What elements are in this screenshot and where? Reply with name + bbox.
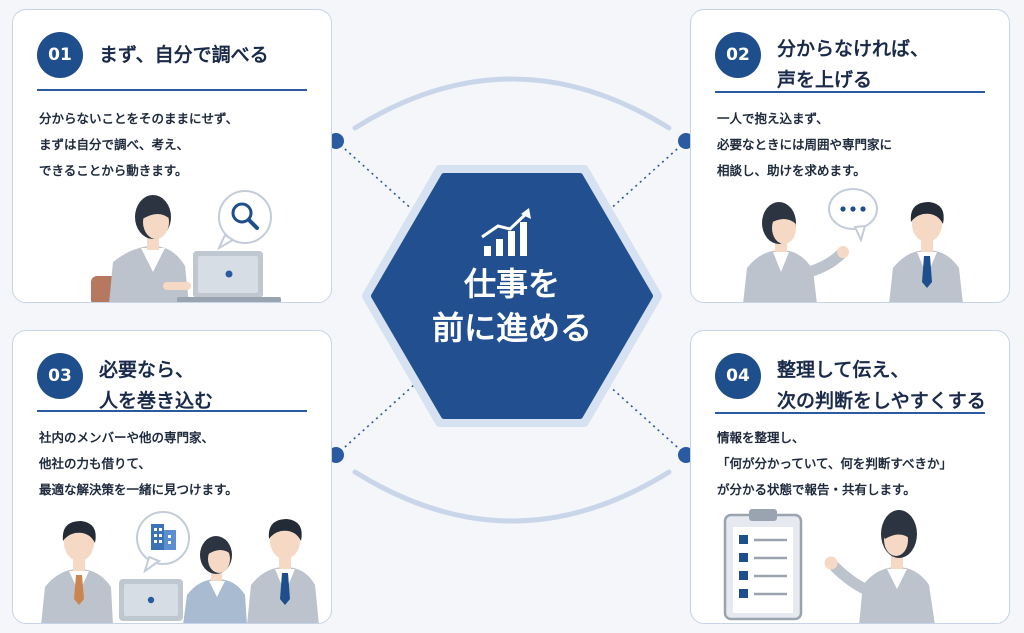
- woman-presenting: [824, 510, 935, 623]
- man-listening: [889, 202, 963, 302]
- arc-top: [352, 76, 672, 131]
- clipboard-checklist-icon: [723, 509, 803, 621]
- desc-line: 社内のメンバーや他の専門家、: [39, 430, 215, 445]
- step-description: 一人で抱え込まず、 必要なときには周囲や専門家に 相談し、助けを求めます。: [717, 106, 995, 184]
- step-number-badge: 01: [37, 32, 83, 78]
- growth-chart-icon: [481, 208, 531, 256]
- speech-bubble-icon: [828, 188, 878, 243]
- desc-line: 相談し、助けを求めます。: [717, 163, 866, 178]
- man-right: [247, 519, 319, 623]
- step-title: まず、自分で調べる: [99, 40, 317, 71]
- hub-label-line-1: 仕事を: [463, 265, 560, 303]
- woman-center: [183, 536, 247, 623]
- hub-label-line-2: 前に進める: [431, 309, 592, 347]
- step-description: 分からないことをそのままにせず、 まずは自分で調べ、考え、 できることから動きま…: [39, 106, 317, 184]
- woman-speaking: [743, 202, 849, 302]
- hub-label: 仕事を 前に進める: [412, 262, 612, 350]
- connector-2: [606, 140, 687, 213]
- magnifier-bubble-icon: [216, 190, 272, 251]
- hub-hexagon: [371, 173, 653, 419]
- title-underline: [37, 410, 307, 412]
- desc-line: できることから動きます。: [39, 163, 188, 178]
- step-card-02: 02 分からなければ、 声を上げる 一人で抱え込まず、 必要なときには周囲や専門…: [690, 9, 1010, 303]
- title-underline: [715, 412, 985, 414]
- title-underline: [37, 89, 307, 91]
- woman-at-laptop: [91, 195, 191, 302]
- collaboration-illustration: [41, 511, 319, 623]
- desc-line: 一人で抱え込まず、: [717, 111, 829, 126]
- desc-line: が分かる状態で報告・共有します。: [717, 482, 916, 497]
- step-description: 社内のメンバーや他の専門家、 他社の力も借りて、 最適な解決策を一緒に見つけます…: [39, 425, 317, 503]
- step-title-line: 次の判断をしやすくする: [777, 390, 986, 412]
- connector-1: [335, 140, 416, 213]
- building-bubble-icon: [136, 511, 190, 574]
- self-research-illustration: [91, 190, 281, 302]
- step-title: 必要なら、 人を巻き込む: [99, 355, 317, 417]
- connector-dot-3: [328, 447, 344, 463]
- step-title-line: 声を上げる: [777, 69, 873, 91]
- laptop-icon: [119, 579, 183, 621]
- step-number-badge: 04: [715, 353, 761, 399]
- step-title-line: まず、自分で調べる: [99, 44, 269, 66]
- laptop-icon: [177, 251, 281, 302]
- connector-4: [606, 383, 687, 456]
- step-title-line: 整理して伝え、: [777, 359, 910, 381]
- step-title: 分からなければ、 声を上げる: [777, 34, 995, 96]
- step-card-01: 01 まず、自分で調べる 分からないことをそのままにせず、 まずは自分で調べ、考…: [12, 9, 332, 303]
- ask-for-help-illustration: [743, 188, 963, 302]
- arc-bottom: [352, 469, 672, 524]
- step-title-line: 必要なら、: [99, 359, 195, 381]
- step-number-badge: 02: [715, 32, 761, 78]
- man-left: [41, 521, 113, 623]
- step-card-04: 04 整理して伝え、 次の判断をしやすくする 情報を整理し、 「何が分かっていて…: [690, 330, 1010, 624]
- desc-line: 必要なときには周囲や専門家に: [717, 137, 893, 152]
- desc-line: 分からないことをそのままにせず、: [39, 111, 239, 126]
- step-number-badge: 03: [37, 353, 83, 399]
- title-underline: [715, 91, 985, 93]
- desc-line: 最適な解決策を一緒に見つけます。: [39, 482, 238, 497]
- desc-line: 情報を整理し、: [717, 430, 805, 445]
- connector-dot-1: [328, 133, 344, 149]
- step-title: 整理して伝え、 次の判断をしやすくする: [777, 355, 995, 417]
- desc-line: まずは自分で調べ、考え、: [39, 137, 190, 152]
- desc-line: 「何が分かっていて、何を判断すべきか」: [717, 456, 953, 471]
- step-description: 情報を整理し、 「何が分かっていて、何を判断すべきか」 が分かる状態で報告・共有…: [717, 425, 995, 503]
- step-card-03: 03 必要なら、 人を巻き込む 社内のメンバーや他の専門家、 他社の力も借りて、…: [12, 330, 332, 624]
- desc-line: 他社の力も借りて、: [39, 456, 151, 471]
- step-title-line: 人を巻き込む: [99, 390, 214, 412]
- connector-3: [335, 383, 416, 456]
- step-title-line: 分からなければ、: [777, 38, 930, 60]
- report-illustration: [723, 509, 935, 623]
